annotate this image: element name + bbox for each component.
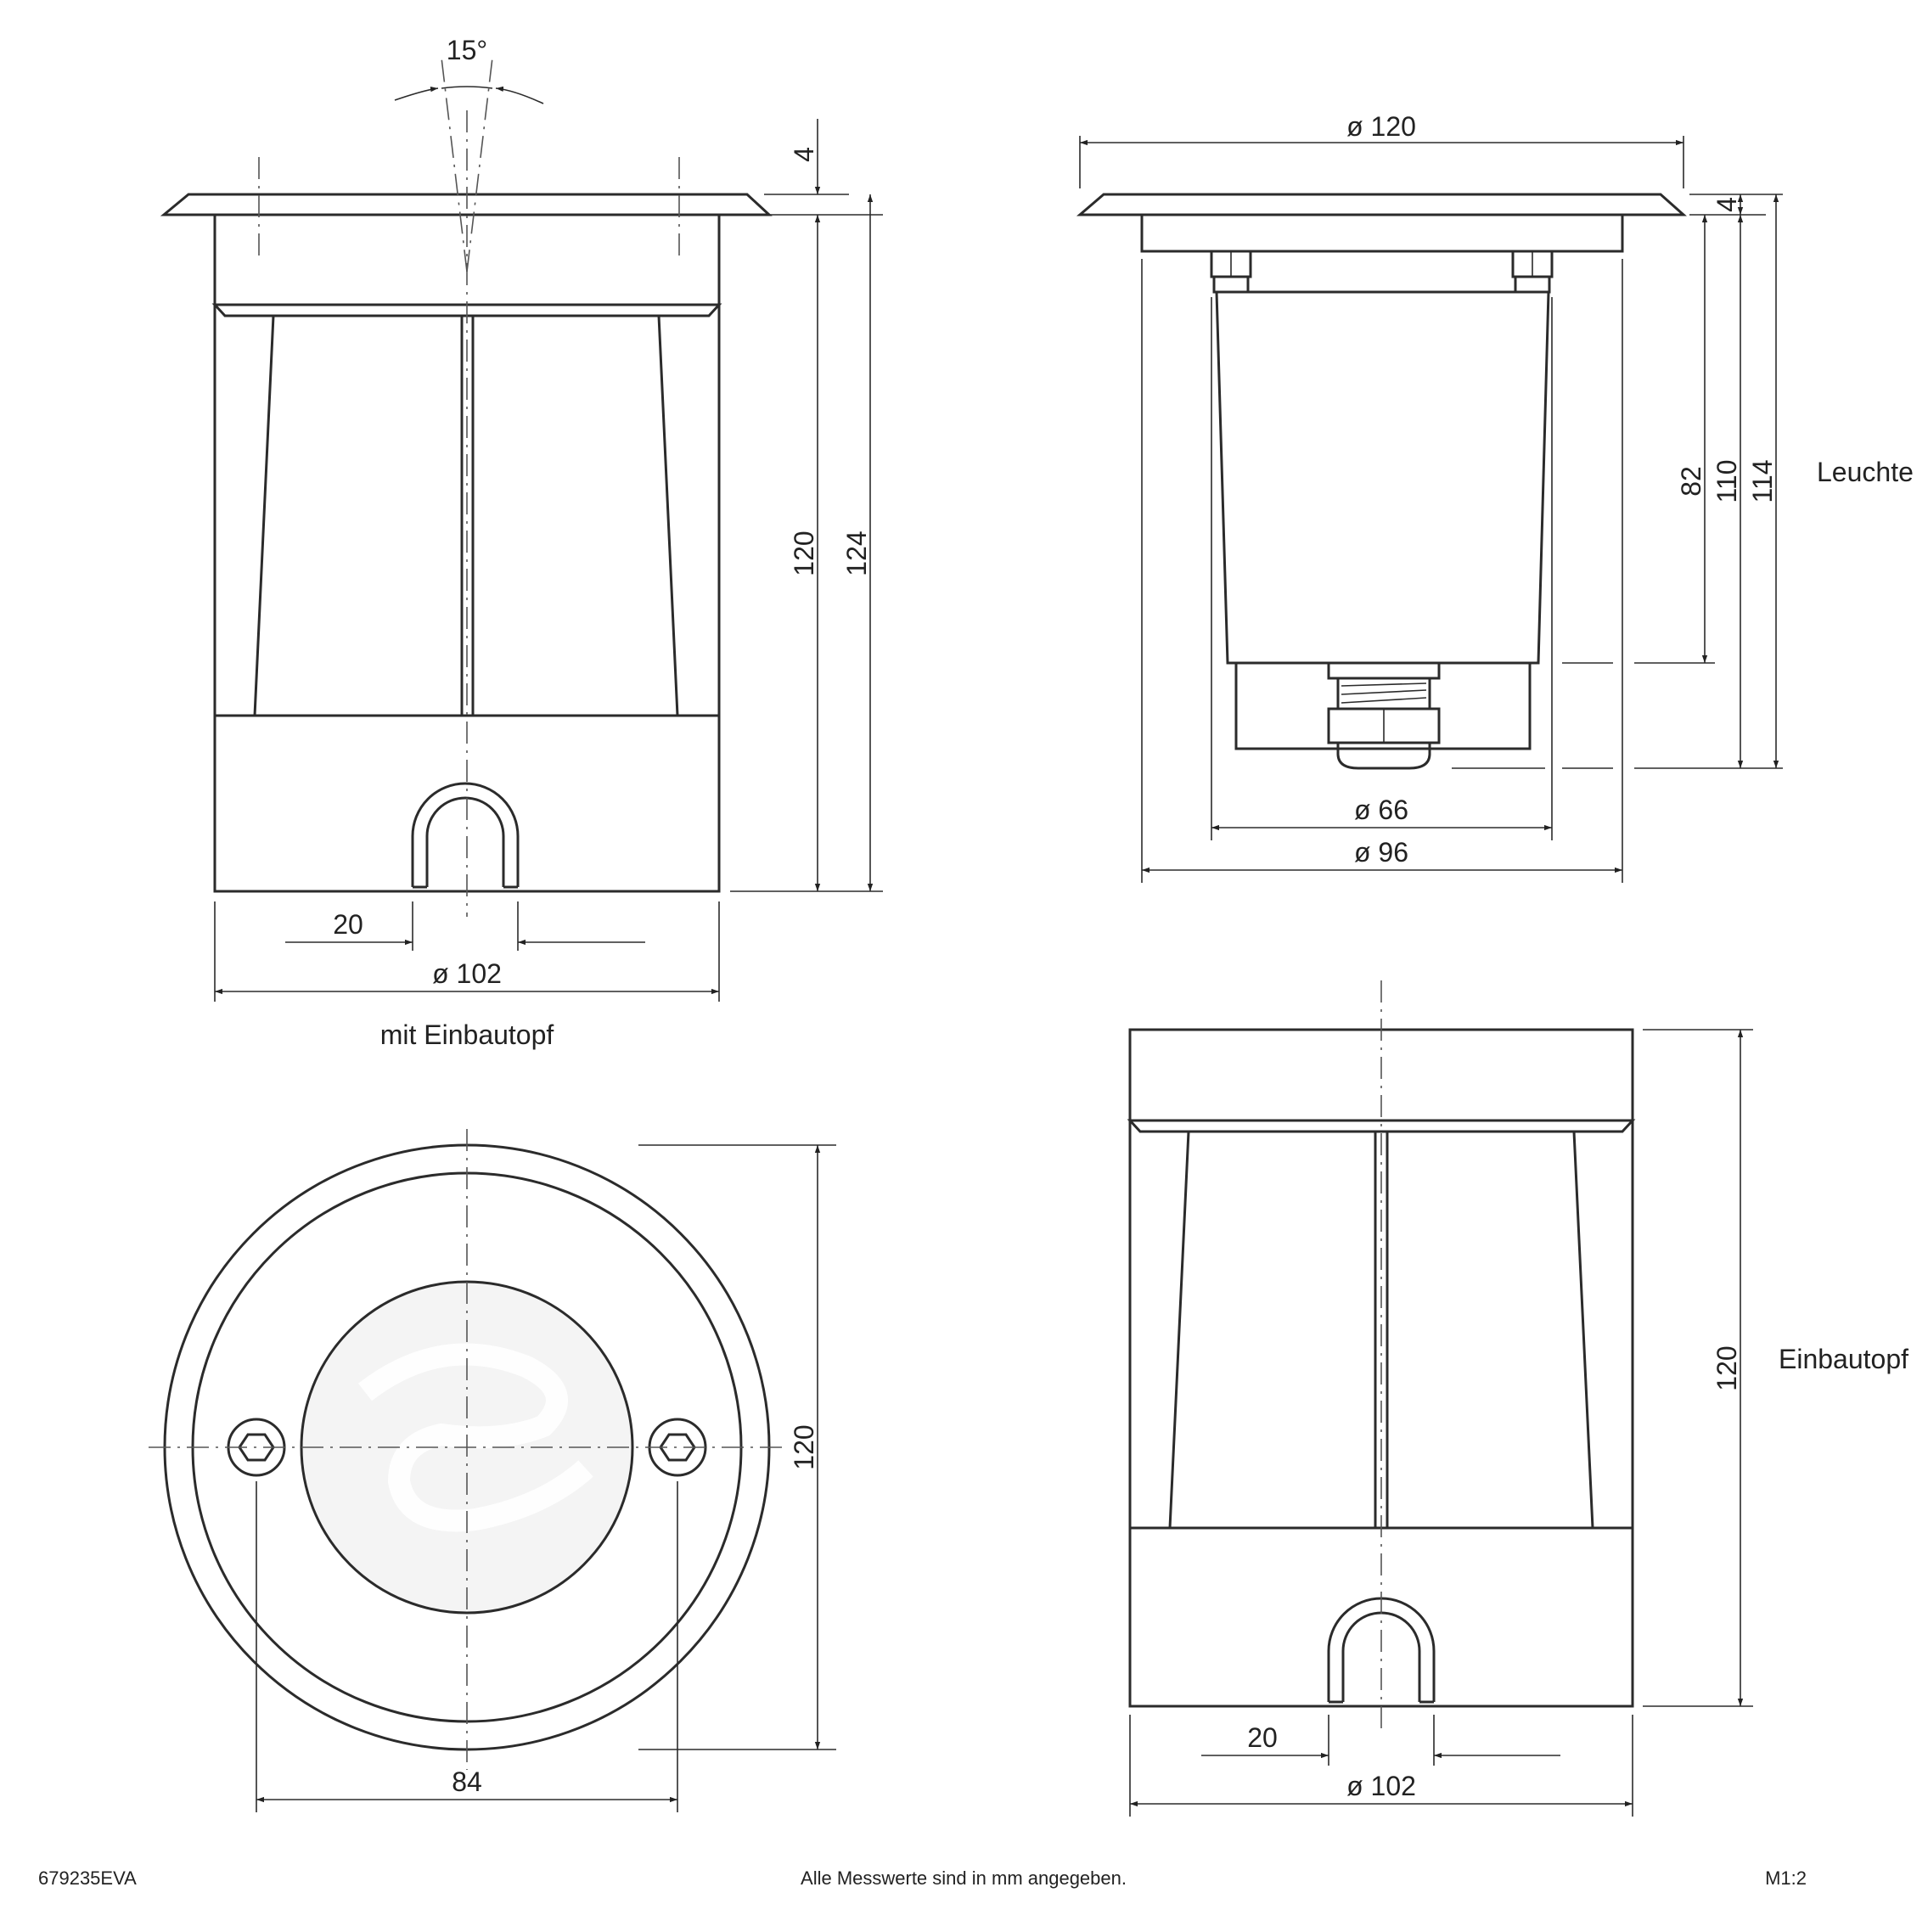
luminaire-housing	[1215, 290, 1550, 665]
luminaire-flange	[1076, 193, 1687, 216]
view-caption: mit Einbautopf	[380, 1019, 554, 1050]
luminaire-label: Leuchte	[1817, 457, 1914, 487]
pot-side-view: 120 Einbautopf 20 ø 102	[1127, 980, 1908, 1817]
angle-label: 15°	[447, 35, 487, 65]
dim-top-outer: 120	[789, 1424, 819, 1469]
pot-window-left	[1168, 1131, 1377, 1530]
measurement-note: Alle Messwerte sind in mm angegeben.	[801, 1867, 1127, 1889]
dim-82: 82	[1676, 466, 1706, 497]
dim-slot-width: 20	[333, 909, 363, 940]
dim-diameter: ø 102	[432, 958, 502, 989]
dim-top-plate: 4	[789, 147, 819, 162]
scale: M1:2	[1765, 1867, 1807, 1889]
cable-slot	[411, 782, 520, 887]
front-view-with-pot: 15° 4 120 124 20 ø 102 mit Einbautopf	[160, 35, 883, 1050]
top-view: 120 84	[149, 1129, 836, 1812]
pot-window-right	[1386, 1131, 1594, 1530]
dim-flange-diameter: ø 120	[1346, 111, 1416, 142]
footer: 679235EVA Alle Messwerte sind in mm ange…	[38, 1867, 1807, 1889]
pot-label: Einbautopf	[1779, 1344, 1908, 1374]
dim-inner-diameter: ø 66	[1354, 795, 1408, 825]
dim-body-height: 120	[789, 531, 819, 576]
luminaire-side-view: ø 120 4 82 110 114 Leuchte ø 66 ø 96	[1076, 111, 1914, 883]
luminaire-collar	[1140, 213, 1624, 253]
pot-bevel	[1127, 1119, 1636, 1133]
window-left	[253, 315, 464, 717]
bevel-strip	[211, 303, 722, 317]
dim-pot-slot: 20	[1247, 1722, 1278, 1753]
dim-total-height: 124	[841, 531, 872, 576]
cable-gland	[1327, 661, 1441, 680]
dim-114: 114	[1747, 459, 1778, 503]
luminaire-base	[1234, 661, 1532, 750]
dim-pot-diameter: ø 102	[1346, 1771, 1416, 1801]
dim-flange-thickness: 4	[1712, 197, 1742, 212]
dim-outer-diameter: ø 96	[1354, 837, 1408, 868]
window-right	[471, 315, 679, 717]
dim-pot-height: 120	[1712, 1345, 1742, 1390]
dim-screw-distance: 84	[452, 1766, 482, 1797]
dim-110: 110	[1712, 459, 1742, 503]
article-number: 679235EVA	[38, 1867, 137, 1889]
